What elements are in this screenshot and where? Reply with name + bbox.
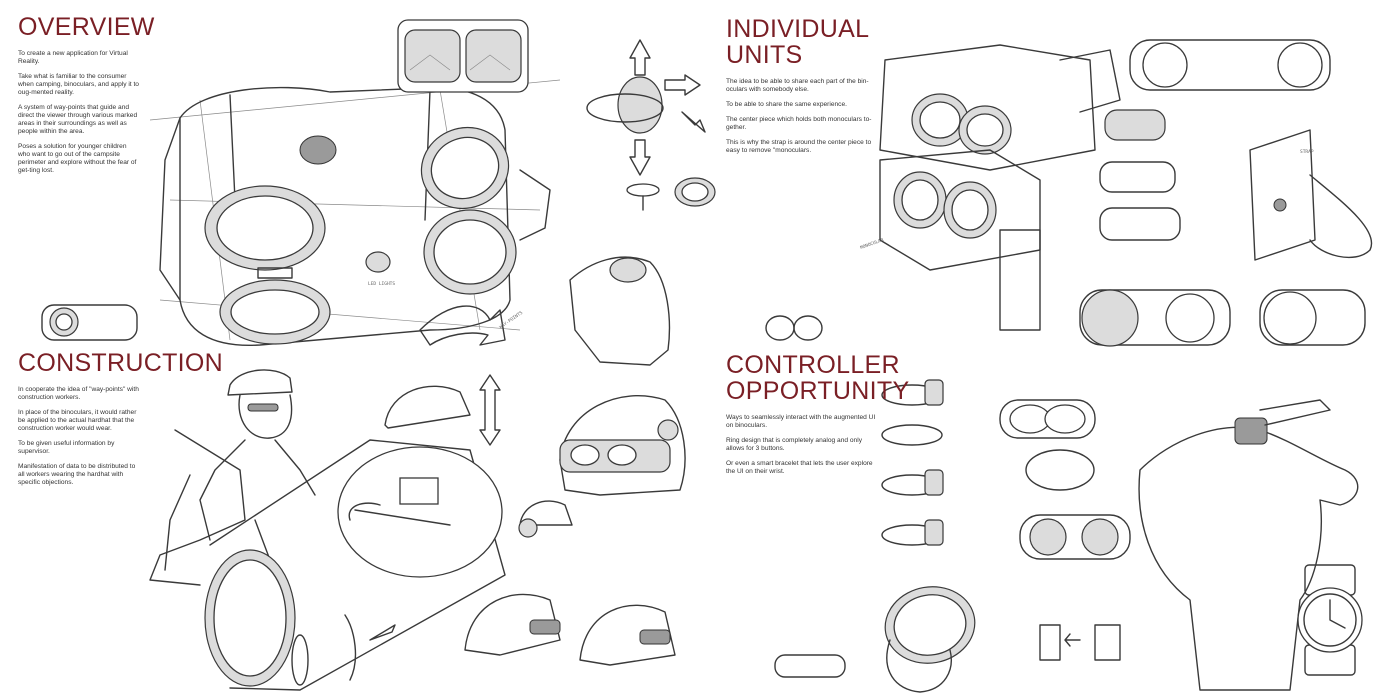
controller-paragraph: Ways to seamlessly interact with the aug… (726, 414, 876, 429)
heading-line: CONSTRUCTION (18, 349, 223, 377)
construction-paragraph: To be given useful information by superv… (18, 440, 115, 455)
heading-line: INDIVIDUAL (726, 15, 870, 43)
construction-section: CONSTRUCTION In cooperate the idea of "w… (18, 349, 223, 494)
construction-heading: CONSTRUCTION (18, 349, 223, 377)
individual-units-sketch (879, 44, 1121, 331)
overview-heading: OVERVIEW (18, 13, 155, 41)
heading-line: UNITS (726, 41, 803, 69)
hand-ring-sketch-1 (569, 256, 671, 366)
controller-body: Ways to seamlessly interact with the aug… (726, 414, 876, 476)
binocular-main-sketch (149, 79, 561, 347)
heading-line: CONTROLLER (726, 351, 900, 379)
overview-paragraph: To create a new application for Virtual … (18, 50, 128, 65)
overview-paragraph: Take what is familiar to the consumer wh… (18, 73, 139, 96)
construction-body: In cooperate the idea of "way-points" wi… (18, 386, 140, 487)
individual-units-paragraph: This is why the strap is around the cent… (726, 139, 872, 154)
controller-paragraph: Ring design that is completely analog an… (726, 437, 862, 452)
individual-units-paragraph: The idea to be able to share each part o… (726, 78, 869, 93)
construction-paragraph: In place of the binoculars, it would rat… (18, 409, 137, 432)
individual-units-section: INDIVIDUAL UNITS The idea to be able to … (726, 16, 876, 162)
overview-section: OVERVIEW To create a new application for… (18, 13, 155, 182)
led-lights-annotation: LED LIGHTS (368, 282, 396, 287)
individual-units-paragraph: The center piece which holds both monocu… (726, 116, 872, 131)
lens-tube-sketch (204, 439, 506, 691)
overview-body: To create a new application for Virtual … (18, 50, 140, 175)
construction-paragraph: In cooperate the idea of "way-points" wi… (18, 386, 139, 401)
controller-heading: CONTROLLER OPPORTUNITY (726, 351, 910, 405)
heading-line: OPPORTUNITY (726, 377, 910, 405)
controller-paragraph: Or even a smart bracelet that lets the u… (726, 460, 873, 475)
individual-units-body: The idea to be able to share each part o… (726, 78, 876, 155)
individual-units-paragraph: To be able to share the same experience. (726, 101, 847, 108)
vr-headset-thumbnail (397, 19, 529, 93)
construction-worker-sketch (149, 369, 316, 586)
hardhat-sketches (291, 374, 686, 686)
individual-units-heading: INDIVIDUAL UNITS (726, 16, 876, 68)
arrow-diagram (586, 39, 716, 211)
monocular-thumbnail (41, 304, 138, 341)
strap-annotation: STRAP (1300, 150, 1314, 155)
heading-line: OVERVIEW (18, 13, 155, 41)
overview-paragraph: A system of way-points that guide and di… (18, 104, 138, 135)
overview-paragraph: Poses a solution for younger children wh… (18, 143, 137, 174)
component-parts-sketch (765, 39, 1373, 347)
construction-paragraph: Manifestation of data to be distributed … (18, 463, 136, 486)
controller-section: CONTROLLER OPPORTUNITY Ways to seamlessl… (726, 351, 910, 483)
controller-sketches (774, 379, 1131, 693)
hand-and-watch-sketch (1138, 399, 1363, 691)
